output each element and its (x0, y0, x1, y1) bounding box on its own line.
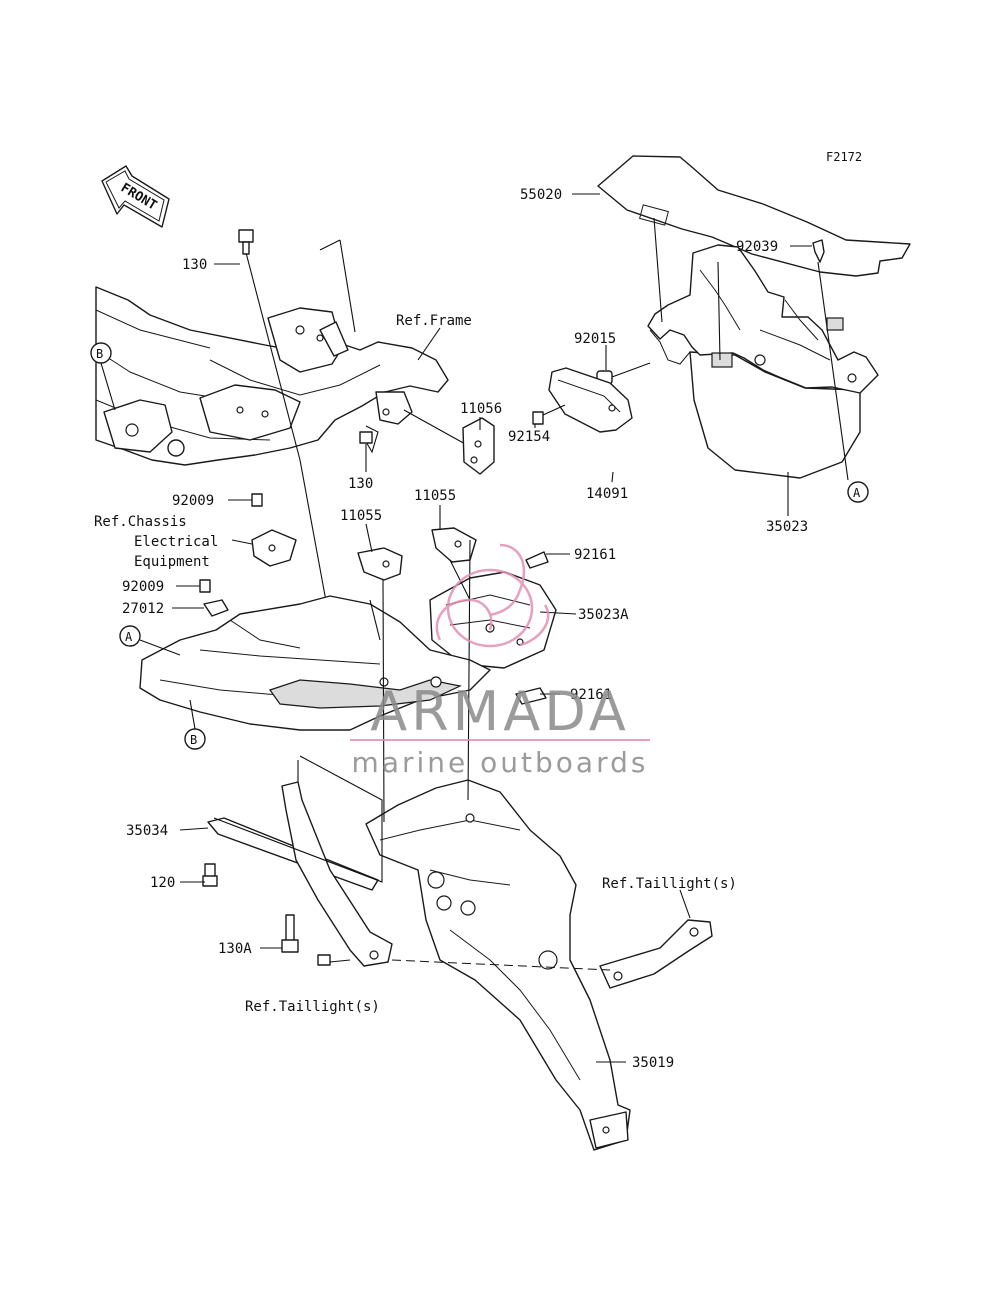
label-ref-chassis-1: Ref.Chassis (94, 514, 187, 530)
label-35034: 35034 (126, 823, 168, 839)
part-130-bolt-top (238, 229, 254, 255)
part-labels: 55020 92039 92015 92154 14091 35023 130 … (94, 187, 808, 1071)
part-130a-bolt (281, 914, 299, 953)
part-taillight-bracket (599, 919, 713, 989)
front-direction-arrow: FRONT (101, 165, 170, 228)
part-92009-screw-a (251, 493, 263, 507)
part-130-bolt-mid (359, 431, 373, 444)
part-92039-clip (812, 239, 849, 481)
callout-b-upper-letter: B (96, 347, 103, 361)
part-92009-screw-b (199, 579, 211, 593)
callout-a-left: A (119, 625, 181, 656)
callout-a-right: A (847, 481, 869, 503)
callout-b-lower-letter: B (190, 733, 197, 747)
label-120: 120 (150, 875, 175, 891)
watermark-logo-mark (435, 543, 550, 648)
part-92154-bolt (532, 404, 566, 425)
watermark-brand: ARMADA (370, 680, 630, 743)
label-55020: 55020 (520, 187, 562, 203)
callout-a-right-letter: A (853, 486, 861, 500)
part-taillight-screw (317, 954, 331, 966)
part-35023-battery-case (647, 244, 879, 479)
part-92161-pad-b (515, 687, 547, 705)
callout-b-upper: B (90, 342, 116, 411)
part-11056-bracket (462, 417, 495, 475)
label-35023: 35023 (766, 519, 808, 535)
callout-a-left-letter: A (125, 630, 133, 644)
watermark-tagline: marine outboards (352, 746, 649, 779)
label-27012: 27012 (122, 601, 164, 617)
label-11055-a: 11055 (340, 508, 382, 524)
part-35034-stay (207, 817, 379, 891)
label-92039: 92039 (736, 239, 778, 255)
part-chassis-clip (251, 529, 297, 567)
part-11055-bracket-a (357, 547, 403, 581)
label-92161-b: 92161 (570, 687, 612, 703)
label-92154: 92154 (508, 429, 550, 445)
watermark: ARMADA marine outboards (350, 543, 650, 779)
label-35019: 35019 (632, 1055, 674, 1071)
label-11056: 11056 (460, 401, 502, 417)
label-92009-a: 92009 (172, 493, 214, 509)
callout-b-lower: B (184, 699, 206, 750)
leader-lines (172, 193, 812, 1063)
part-55020-sheet (597, 155, 911, 277)
part-stay-bar (281, 781, 393, 967)
label-11055-b: 11055 (414, 488, 456, 504)
label-14091: 14091 (586, 486, 628, 502)
part-14091-cover (548, 367, 633, 433)
label-ref-taillight-left: Ref.Taillight(s) (245, 999, 380, 1015)
label-ref-frame: Ref.Frame (396, 313, 472, 329)
label-130-top: 130 (182, 257, 207, 273)
label-130a: 130A (218, 941, 252, 957)
label-92009-b: 92009 (122, 579, 164, 595)
part-120-bolt (202, 863, 218, 887)
part-27012 (203, 599, 229, 617)
label-92161-a: 92161 (574, 547, 616, 563)
label-92015: 92015 (574, 331, 616, 347)
label-ref-taillight-right: Ref.Taillight(s) (602, 876, 737, 892)
label-35023a: 35023A (578, 607, 629, 623)
label-130-mid: 130 (348, 476, 373, 492)
part-92161-pad-a (525, 551, 549, 569)
label-ref-chassis-3: Equipment (134, 554, 210, 570)
label-ref-chassis-2: Electrical (134, 534, 218, 550)
part-frame-reference (95, 286, 449, 466)
part-rear-fender (139, 595, 491, 731)
figure-code: F2172 (826, 150, 862, 164)
